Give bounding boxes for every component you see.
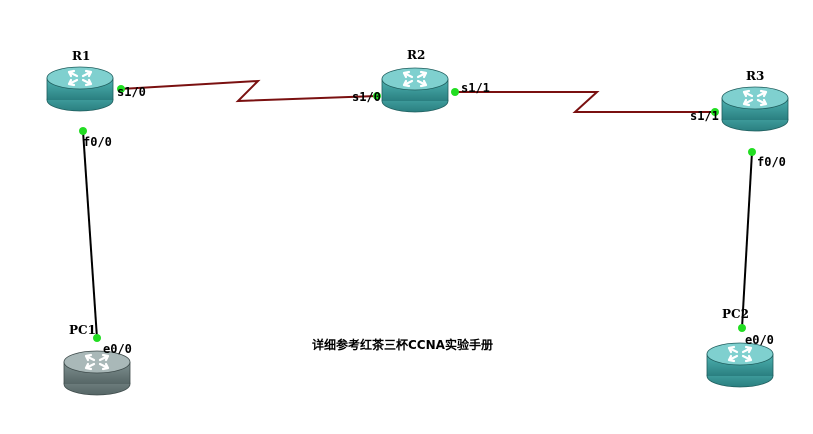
port-label-r2-s1-1: s1/1 <box>461 81 490 95</box>
port-label-pc1-e0-0: e0/0 <box>103 342 132 356</box>
port-dot-r1-f0-0 <box>79 127 87 135</box>
port-label-r1-f0-0: f0/0 <box>83 135 112 149</box>
port-label-r2-s1-0: s1/0 <box>352 90 381 104</box>
port-label-r3-s1-1: s1/1 <box>690 109 719 123</box>
ethernet-link-r1-pc1[interactable] <box>82 130 98 339</box>
port-dot-pc1-e0-0 <box>93 334 101 342</box>
port-dot-r2-s1-1 <box>451 88 459 96</box>
diagram-caption: 详细参考红茶三杯CCNA实验手册 <box>312 338 493 352</box>
router-icon <box>46 66 114 112</box>
device-name-r1: R1 <box>72 49 91 63</box>
router-r2[interactable] <box>381 67 449 113</box>
router-icon <box>706 342 774 388</box>
pc2-device[interactable] <box>706 342 774 388</box>
ethernet-link-r3-pc2[interactable] <box>741 151 753 329</box>
device-name-r3: R3 <box>746 69 765 83</box>
port-label-pc2-e0-0: e0/0 <box>745 333 774 347</box>
port-dot-pc2-e0-0 <box>738 324 746 332</box>
port-label-r3-f0-0: f0/0 <box>757 155 786 169</box>
router-r1[interactable] <box>46 66 114 112</box>
serial-link-r1-r2[interactable] <box>119 79 378 103</box>
router-icon <box>721 86 789 132</box>
port-dot-r1-s1-0 <box>117 85 125 93</box>
router-icon <box>63 350 131 396</box>
port-dot-r3-s1-1 <box>711 108 719 116</box>
router-r3[interactable] <box>721 86 789 132</box>
port-dot-r3-f0-0 <box>748 148 756 156</box>
router-icon <box>381 67 449 113</box>
pc1-device[interactable] <box>63 350 131 396</box>
device-name-r2: R2 <box>407 48 426 62</box>
port-dot-r2-s1-0 <box>373 92 381 100</box>
device-name-pc2: PC2 <box>722 307 749 321</box>
serial-link-r2-r3[interactable] <box>455 91 716 113</box>
device-name-pc1: PC1 <box>69 323 96 337</box>
port-label-r1-s1-0: s1/0 <box>117 85 146 99</box>
